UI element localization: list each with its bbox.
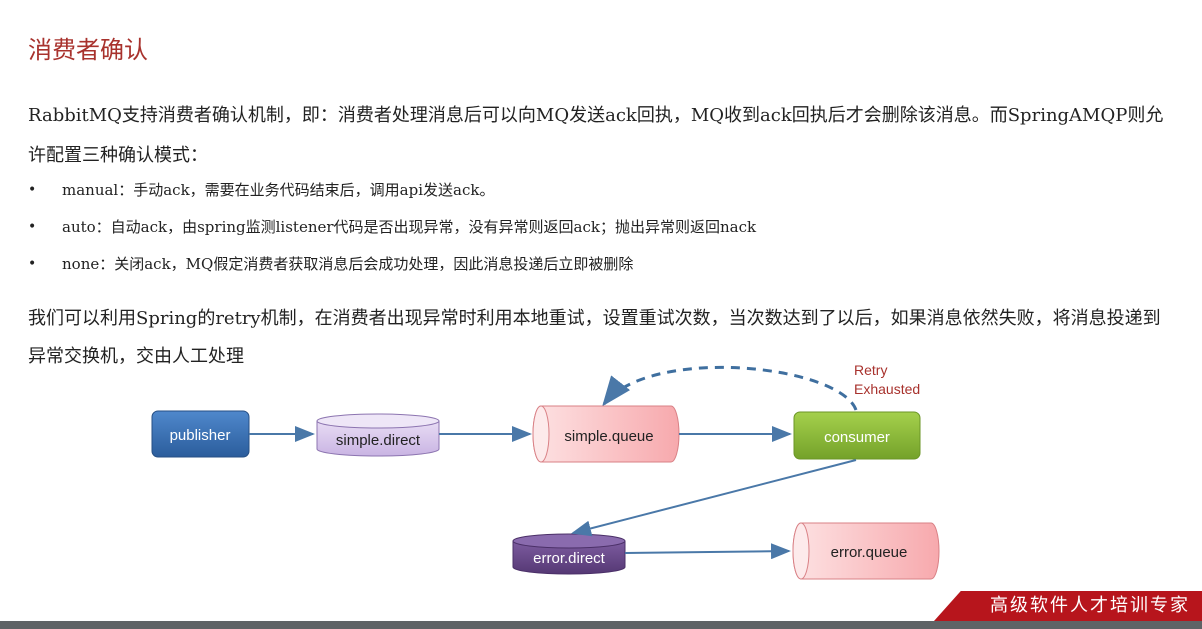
arrow-consumer-to-error-direct: [571, 459, 857, 537]
ack-mode-auto: auto：自动ack，由spring监测listener代码是否出现异常，没有异…: [28, 209, 1178, 246]
retry-label: Retry: [854, 362, 887, 378]
retry-flow-diagram: Retry Exhausted publisher simple.direct …: [151, 362, 940, 580]
retry-paragraph: 我们可以利用Spring的retry机制，在消费者出现异常时利用本地重试，设置重…: [28, 308, 1161, 367]
error-direct-node: error.direct: [512, 533, 626, 575]
simple-queue-node: simple.queue: [532, 405, 680, 463]
page-title: 消费者确认: [28, 36, 148, 64]
consumer-node: consumer: [793, 411, 921, 460]
exhausted-label: Exhausted: [854, 381, 920, 397]
arrow-error-direct-to-error-queue: [624, 543, 791, 560]
publisher-node: publisher: [151, 410, 250, 458]
svg-text:simple.direct: simple.direct: [336, 432, 421, 449]
footer-banner: [934, 591, 1202, 621]
intro-paragraph: RabbitMQ支持消费者确认机制，即：消费者处理消息后可以向MQ发送ack回执…: [28, 105, 1164, 166]
ack-mode-manual: manual：手动ack，需要在业务代码结束后，调用api发送ack。: [28, 172, 1178, 209]
ack-mode-none: none：关闭ack，MQ假定消费者获取消息后会成功处理，因此消息投递后立即被删…: [28, 246, 1178, 283]
ack-mode-list: manual：手动ack，需要在业务代码结束后，调用api发送ack。 auto…: [28, 172, 1178, 283]
retry-loop-arrow: [602, 365, 858, 411]
svg-text:error.queue: error.queue: [831, 544, 908, 561]
svg-text:consumer: consumer: [824, 429, 890, 446]
simple-direct-node: simple.direct: [316, 413, 440, 457]
footer-bar: [0, 621, 1202, 629]
error-queue-node: error.queue: [792, 522, 940, 580]
footer-slogan: 高级软件人才培训专家: [990, 595, 1190, 616]
svg-text:error.direct: error.direct: [533, 550, 606, 567]
svg-text:simple.queue: simple.queue: [564, 428, 653, 445]
svg-text:publisher: publisher: [170, 427, 231, 444]
